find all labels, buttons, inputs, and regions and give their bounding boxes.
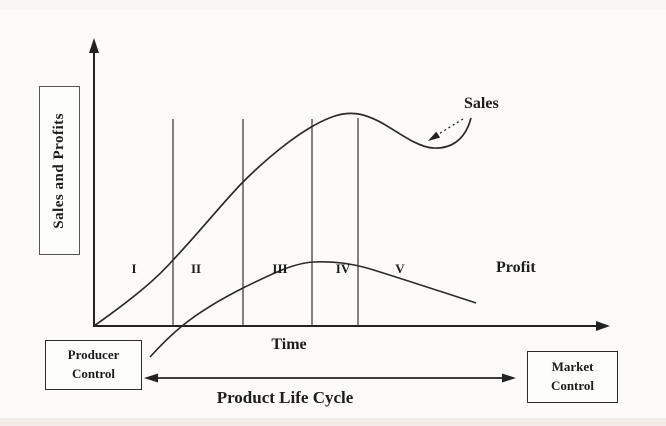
y-axis-label: Sales and Profits — [51, 112, 67, 229]
stage-label-3: III — [272, 261, 288, 276]
sales-curve — [93, 112, 472, 327]
sales-pointer-arrowhead-icon — [428, 131, 441, 141]
life-cycle-right-arrowhead-icon — [502, 373, 516, 383]
profit-curve-label: Profit — [496, 259, 536, 276]
profit-curve — [149, 261, 477, 358]
life-cycle-left-arrowhead-icon — [144, 373, 158, 383]
stage-label-1: I — [131, 261, 137, 276]
stage-label-5: V — [395, 261, 405, 276]
top-scan-band — [0, 0, 666, 10]
producer-control-box: Producer Control — [45, 340, 142, 390]
stage-label-4: IV — [335, 261, 351, 276]
sales-curve-label: Sales — [464, 95, 499, 112]
x-axis-label: Time — [271, 336, 307, 353]
sales-pointer-dotted-line — [436, 118, 464, 136]
y-axis-arrowhead-icon — [89, 38, 99, 53]
market-control-box: Market Control — [527, 351, 618, 403]
x-axis-arrowhead-icon — [596, 321, 610, 331]
product-life-cycle-label: Product Life Cycle — [216, 388, 354, 407]
bottom-scan-band — [0, 418, 666, 426]
y-axis-label-box: Sales and Profits — [39, 86, 80, 255]
stage-label-2: II — [190, 261, 202, 276]
